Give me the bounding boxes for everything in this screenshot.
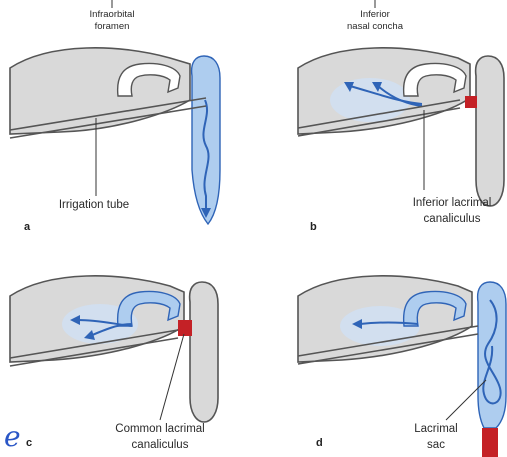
common-canaliculus-leader [160, 334, 184, 420]
lacrimal-sac-c [190, 282, 218, 422]
panel-letter-c: c [26, 437, 32, 449]
irrigation-tube-label: Irrigation tube [59, 199, 129, 211]
lacrimal-sac-label-1: Lacrimal [414, 423, 457, 435]
inferior-nasal-concha-label-2: nasal concha [347, 21, 404, 32]
common-lacrimal-canaliculus-label-1: Common lacrimal [115, 423, 204, 435]
blockage-d [482, 428, 498, 457]
blockage-b [465, 96, 477, 108]
panel-c: Common lacrimal canaliculus c e [4, 276, 218, 453]
panel-a: Irrigation tube a [10, 48, 220, 233]
panel-letter-b: b [310, 221, 317, 233]
lacrimal-sac-label-2: sac [427, 439, 445, 451]
panel-b: Inferior lacrimal canaliculus b [298, 48, 504, 233]
common-lacrimal-canaliculus-label-2: canaliculus [132, 439, 189, 451]
panel-letter-d: d [316, 437, 323, 449]
inferior-nasal-concha-label-1: Inferior [360, 9, 390, 20]
infraorbital-foramen-label-2: foramen [95, 21, 130, 32]
blockage-c [178, 320, 192, 336]
lacrimal-sac-b [476, 56, 504, 206]
eyelid-tissue-a [10, 48, 190, 134]
inferior-lacrimal-canaliculus-label-2: canaliculus [424, 213, 481, 225]
infraorbital-foramen-label-1: Infraorbital [90, 9, 135, 20]
panel-d: Lacrimal sac d [298, 276, 506, 457]
panel-letter-a: a [24, 221, 31, 233]
inferior-lacrimal-canaliculus-label-1: Inferior lacrimal [413, 197, 492, 209]
stray-glyph: e [4, 420, 21, 453]
